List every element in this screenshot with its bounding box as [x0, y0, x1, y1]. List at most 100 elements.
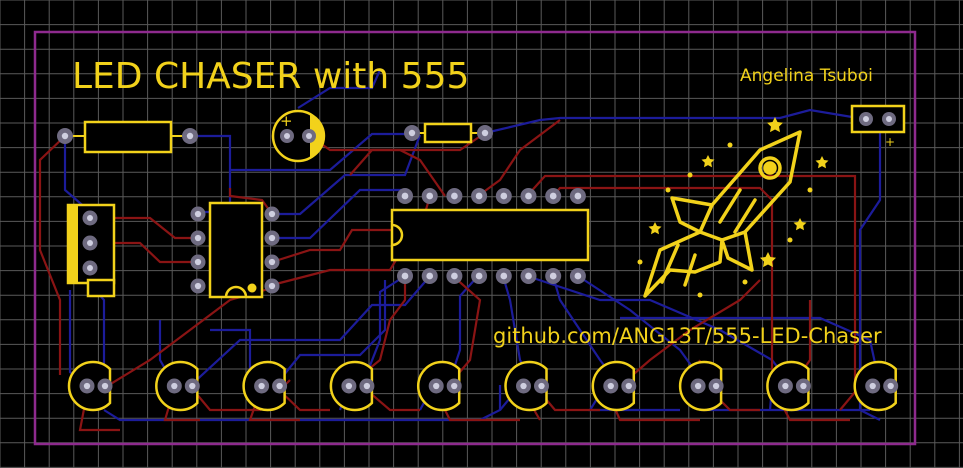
rocket-stripe — [733, 198, 757, 234]
pad-hole — [782, 382, 789, 390]
star-dot — [727, 142, 733, 148]
pad-hole — [520, 382, 527, 390]
led[interactable] — [853, 360, 899, 412]
pad-hole — [101, 382, 109, 390]
ic-4017[interactable] — [390, 188, 590, 284]
ic-notch — [391, 223, 404, 247]
ic-body — [208, 201, 264, 299]
led[interactable] — [242, 360, 288, 412]
led[interactable] — [329, 360, 375, 412]
pad-hole — [451, 192, 458, 200]
pad-hole — [194, 210, 202, 218]
pad-hole — [481, 129, 489, 137]
pad-hole — [607, 382, 614, 390]
rocket-stars — [637, 117, 829, 298]
star-dot — [687, 172, 693, 178]
pad-hole — [887, 382, 894, 390]
rocket-body — [698, 130, 802, 242]
pad-hole — [694, 382, 702, 390]
trace — [360, 275, 406, 387]
ic-555[interactable] — [190, 201, 280, 299]
rocket-logo — [643, 130, 802, 298]
led[interactable] — [766, 360, 811, 412]
star-dot — [787, 237, 793, 243]
led[interactable] — [678, 360, 724, 412]
pad-hole — [83, 382, 91, 390]
pad-hole — [401, 192, 409, 200]
pad-hole — [186, 132, 194, 140]
capacitor[interactable]: + — [271, 109, 326, 163]
resistor-body — [83, 120, 173, 154]
led[interactable] — [416, 360, 462, 412]
connector-tab — [68, 205, 78, 283]
pad-hole — [451, 382, 458, 390]
trace — [297, 69, 382, 109]
pad-hole — [276, 382, 283, 390]
pad-hole — [863, 116, 869, 122]
pad-hole — [549, 192, 557, 200]
star-icon — [648, 222, 662, 235]
pad-hole — [475, 272, 483, 280]
star-dot — [807, 187, 813, 193]
pad-hole — [189, 382, 196, 390]
trace — [88, 216, 198, 240]
ic-555-pads — [190, 206, 280, 294]
flame-streak — [660, 243, 680, 284]
pad-hole — [451, 272, 458, 280]
pad-hole — [426, 272, 434, 280]
pad-hole — [87, 265, 93, 271]
resistor-left[interactable] — [57, 120, 198, 154]
pad-hole — [345, 382, 353, 390]
connector-key — [86, 278, 116, 298]
pad-hole — [194, 282, 202, 290]
pad-hole — [306, 133, 312, 139]
trace — [272, 134, 422, 216]
led[interactable] — [591, 360, 637, 412]
trace — [63, 136, 89, 211]
star-icon — [760, 252, 776, 268]
pad-hole — [869, 382, 876, 390]
pad-hole — [625, 382, 632, 390]
pad-hole — [525, 272, 532, 280]
ic-body — [390, 208, 590, 262]
pad-hole — [61, 132, 69, 140]
trace — [190, 132, 412, 172]
pad-hole — [363, 382, 371, 390]
pad-hole — [258, 382, 265, 390]
trace — [526, 274, 793, 387]
pad-hole — [268, 258, 276, 266]
pad-hole — [87, 215, 93, 221]
pad-hole — [500, 272, 508, 280]
pad-hole — [525, 192, 532, 200]
pad-hole — [268, 210, 276, 218]
star-icon — [767, 117, 783, 133]
trace — [189, 275, 431, 387]
author-name: Angelina Tsuboi — [740, 66, 873, 86]
connector-3pin[interactable] — [66, 203, 116, 298]
trace — [477, 119, 561, 197]
pin1-marker — [247, 283, 257, 293]
led[interactable] — [67, 360, 113, 412]
pad-hole — [401, 272, 409, 280]
trace — [858, 133, 882, 421]
star-icon — [701, 155, 715, 168]
board-outline — [33, 30, 917, 446]
flame-streak — [683, 253, 697, 287]
led[interactable] — [155, 360, 200, 412]
star-icon — [793, 218, 807, 231]
star-dot — [742, 279, 748, 285]
pad-hole — [268, 234, 276, 242]
pad-hole — [284, 133, 290, 139]
pad-hole — [574, 192, 582, 200]
led[interactable] — [504, 360, 549, 412]
pad-hole — [408, 129, 416, 137]
star-icon — [815, 156, 829, 169]
pad-hole — [433, 382, 440, 390]
rocket-window — [758, 156, 782, 180]
ic-4017-pads — [397, 188, 586, 284]
power-header[interactable]: + — [850, 104, 906, 149]
resistor-right[interactable] — [404, 122, 493, 144]
capacitor-plus-label: + — [280, 112, 293, 130]
